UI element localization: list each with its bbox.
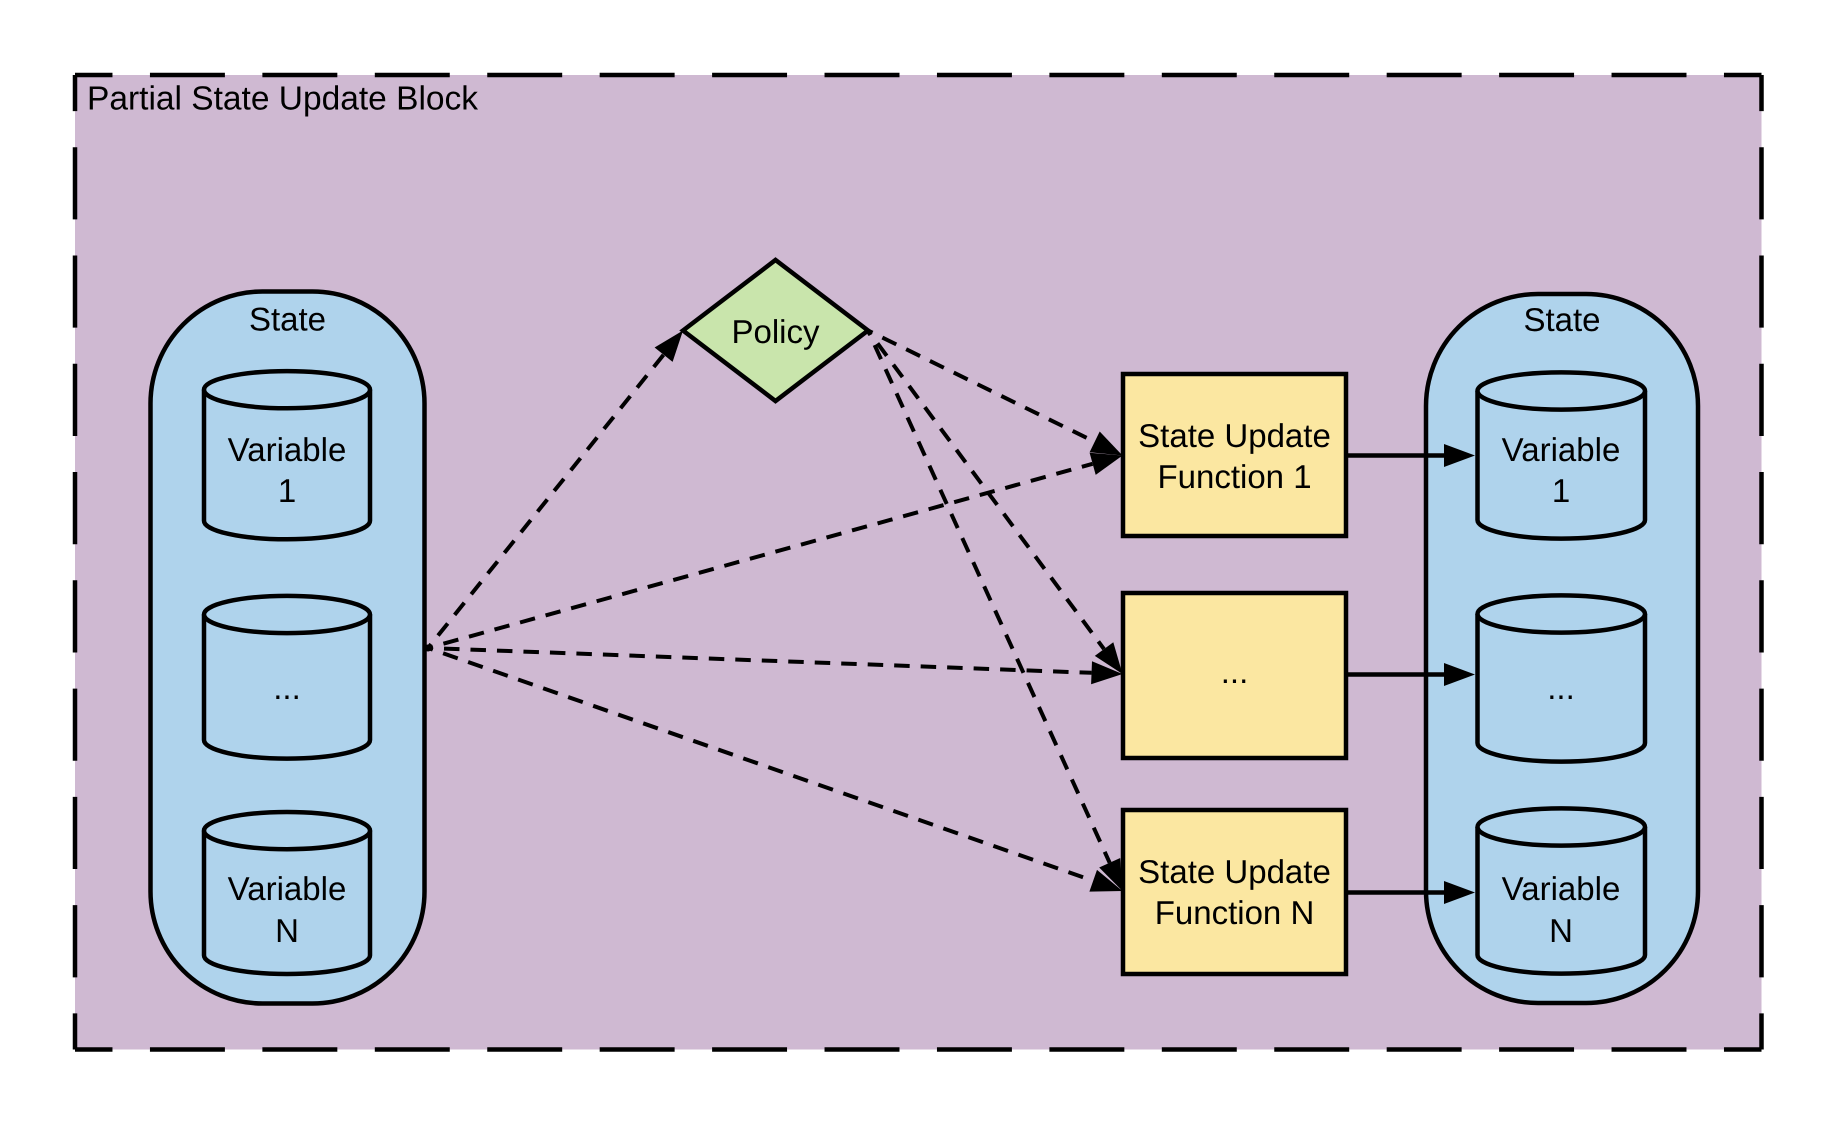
svg-text:N: N (275, 912, 299, 949)
svg-text:Variable: Variable (228, 870, 347, 907)
svg-text:State: State (1523, 301, 1600, 338)
svg-text:Variable: Variable (1502, 870, 1621, 907)
svg-text:Policy: Policy (731, 313, 820, 350)
svg-text:State Update: State Update (1138, 417, 1331, 454)
svg-text:State Update: State Update (1138, 853, 1331, 890)
svg-text:Variable: Variable (1502, 431, 1621, 468)
svg-text:N: N (1549, 912, 1573, 949)
svg-text:State: State (249, 301, 326, 338)
svg-text:...: ... (1221, 653, 1249, 690)
svg-text:Function 1: Function 1 (1157, 458, 1311, 495)
svg-text:1: 1 (1552, 472, 1570, 509)
svg-text:Function N: Function N (1155, 894, 1315, 931)
svg-text:...: ... (1547, 669, 1575, 706)
svg-text:Variable: Variable (228, 431, 347, 468)
svg-text:Partial State Update Block: Partial State Update Block (87, 81, 478, 118)
svg-text:1: 1 (278, 472, 296, 509)
svg-text:...: ... (273, 669, 301, 706)
